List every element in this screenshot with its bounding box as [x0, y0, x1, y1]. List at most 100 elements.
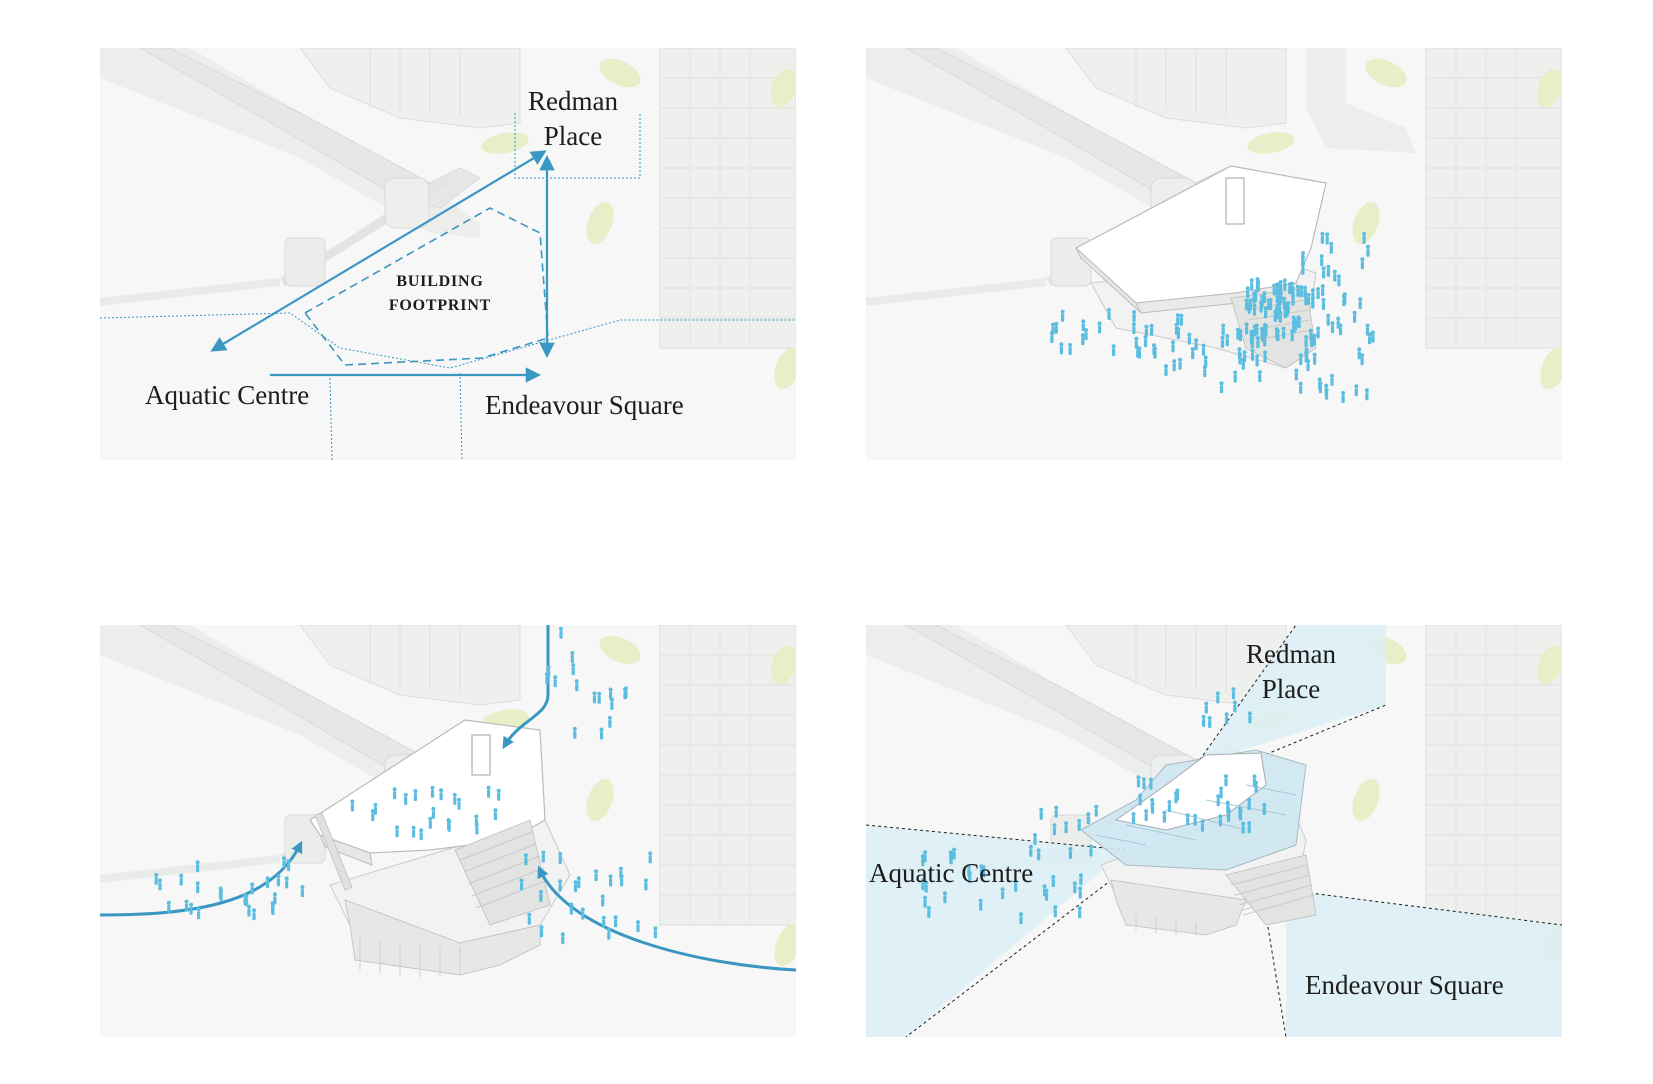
person-figure	[1336, 316, 1341, 329]
person-figure	[1193, 813, 1198, 826]
person-figure	[1364, 388, 1369, 401]
person-figure	[1332, 269, 1337, 282]
person-figure	[1320, 231, 1325, 244]
person-figure	[1111, 344, 1116, 357]
person-figure	[1370, 330, 1375, 343]
person-figure	[538, 889, 543, 902]
person-figure	[1136, 775, 1141, 788]
person-figure	[613, 915, 618, 928]
person-figure	[184, 899, 189, 912]
person-figure	[1131, 322, 1136, 335]
panel-view-corridors	[866, 625, 1562, 1037]
person-figure	[1272, 283, 1277, 296]
person-figure	[439, 788, 444, 801]
person-figure	[350, 799, 355, 812]
person-figure	[1357, 347, 1362, 360]
view-corridor-drawing	[866, 625, 1562, 1037]
person-figure	[606, 927, 611, 940]
person-figure	[1219, 381, 1224, 394]
person-figure	[431, 806, 436, 819]
person-figure	[446, 818, 451, 831]
person-figure	[493, 808, 498, 821]
person-figure	[1149, 323, 1154, 336]
person-figure	[1167, 800, 1172, 812]
person-figure	[592, 691, 597, 704]
person-figure	[1039, 807, 1044, 820]
building-mass-drawing	[866, 48, 1562, 460]
person-figure	[1131, 812, 1136, 824]
person-figure	[1366, 244, 1370, 257]
flow-arrow-endeavour-square	[537, 865, 796, 972]
person-figure	[559, 626, 563, 639]
person-figure	[580, 907, 585, 920]
person-figure	[560, 932, 565, 945]
person-figure	[527, 912, 532, 925]
person-figure	[158, 878, 162, 891]
person-figure	[1244, 298, 1249, 311]
person-figure	[286, 859, 291, 872]
flow-arrow-redman-place	[502, 625, 550, 750]
person-figure	[265, 876, 270, 889]
person-figure	[1262, 803, 1267, 815]
person-figure	[553, 675, 558, 688]
person-figure	[1252, 303, 1257, 316]
person-figure	[189, 902, 194, 915]
person-figure	[1293, 318, 1298, 331]
person-figure	[1204, 701, 1209, 714]
person-figure	[1247, 711, 1252, 724]
person-figure	[1171, 340, 1175, 353]
person-figure	[1326, 313, 1331, 326]
person-figure	[1275, 282, 1280, 295]
person-figure	[486, 785, 491, 798]
person-figure	[1019, 912, 1023, 925]
person-figure	[1294, 368, 1299, 381]
person-figure	[1312, 352, 1317, 365]
person-figure	[1051, 875, 1056, 887]
person-figure	[519, 878, 524, 891]
person-figure	[430, 785, 435, 798]
person-figure	[1215, 691, 1220, 704]
person-figure	[1277, 301, 1282, 314]
person-figure	[1310, 296, 1315, 309]
person-figure	[1097, 321, 1102, 334]
person-figure	[1078, 886, 1083, 899]
person-figure	[1059, 342, 1064, 355]
person-figure	[569, 902, 574, 915]
person-figure	[1226, 809, 1231, 822]
person-figure	[196, 907, 201, 920]
person-figure	[218, 886, 223, 899]
person-figure	[1285, 305, 1290, 318]
person-figure	[1282, 278, 1287, 291]
person-figure	[623, 687, 627, 700]
person-figure	[1247, 821, 1252, 834]
person-figure	[1250, 348, 1255, 361]
person-figure	[942, 891, 947, 904]
person-figure	[1144, 809, 1149, 822]
person-figure	[1086, 812, 1091, 825]
person-figure	[1179, 313, 1184, 326]
person-figure	[300, 885, 305, 898]
person-figure	[250, 882, 255, 895]
person-figure	[1072, 881, 1077, 894]
person-figure	[1275, 329, 1280, 342]
person-figure	[1138, 793, 1143, 806]
site-boundary-line	[100, 312, 796, 369]
pedestrian-flow-drawing	[100, 625, 796, 1037]
person-figure	[1107, 307, 1111, 320]
panel-pedestrian-flows	[100, 625, 796, 1037]
person-figure	[1241, 821, 1246, 834]
person-figure	[1304, 335, 1309, 348]
person-figure	[1094, 804, 1099, 817]
person-figure	[1064, 821, 1069, 834]
person-figure	[1316, 287, 1321, 299]
label-redman-place: Redman Place	[528, 86, 618, 151]
person-figure	[1360, 353, 1365, 366]
person-figure	[572, 726, 577, 739]
person-figure	[1201, 714, 1206, 727]
person-figure	[1316, 326, 1321, 339]
person-figure	[539, 925, 544, 938]
person-figure	[1252, 774, 1257, 787]
person-figure	[1336, 274, 1341, 287]
person-figure	[1202, 365, 1207, 378]
person-figure	[1233, 370, 1238, 383]
